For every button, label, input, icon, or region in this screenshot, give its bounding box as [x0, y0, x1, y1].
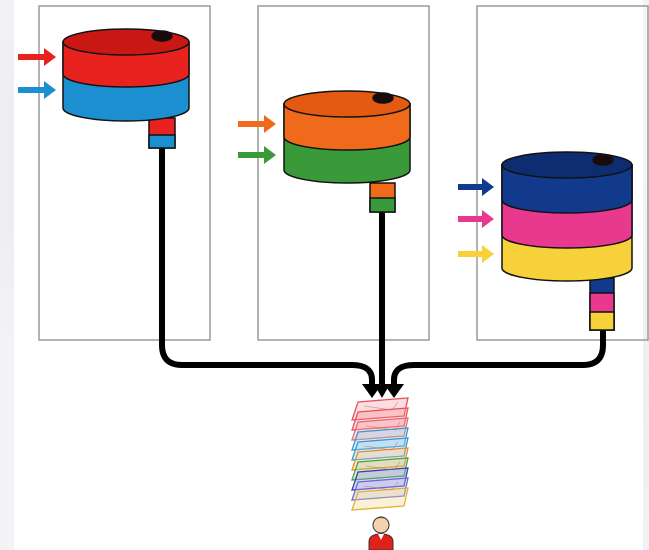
person-icon: [368, 516, 394, 550]
arrow-pink: [458, 210, 494, 228]
arrow-orange: [238, 115, 276, 133]
input-arrows-2: [238, 115, 276, 164]
source-box-3: [476, 5, 649, 341]
source-cylinder-2: [283, 90, 411, 213]
arrowhead-3: [384, 384, 404, 398]
pipe-1: [159, 145, 375, 391]
stack-layer: [351, 437, 409, 461]
arrowhead-2: [374, 384, 390, 398]
source-box-1: [38, 5, 211, 341]
input-arrows-3: [458, 178, 494, 263]
arrow-green: [238, 146, 276, 164]
stack-layer: [351, 457, 409, 481]
stack-layer: [351, 407, 409, 431]
stack-layer: [351, 417, 409, 441]
merged-stack: [351, 397, 409, 511]
pipe-arrowheads: [362, 384, 404, 398]
stack-layer: [351, 477, 409, 501]
source-box-2: [257, 5, 430, 341]
pipes: [159, 145, 606, 391]
source-cylinder-3: [501, 151, 633, 331]
arrow-blue: [18, 81, 56, 99]
pipe-3: [391, 327, 606, 391]
stack-layer: [351, 397, 409, 421]
source-cylinder-1: [62, 28, 190, 149]
stack-layer: [351, 487, 409, 511]
arrow-yellow: [458, 245, 494, 263]
arrow-red: [18, 48, 56, 66]
stack-layer: [351, 447, 409, 471]
input-arrows-1: [18, 48, 56, 99]
arrow-navy: [458, 178, 494, 196]
